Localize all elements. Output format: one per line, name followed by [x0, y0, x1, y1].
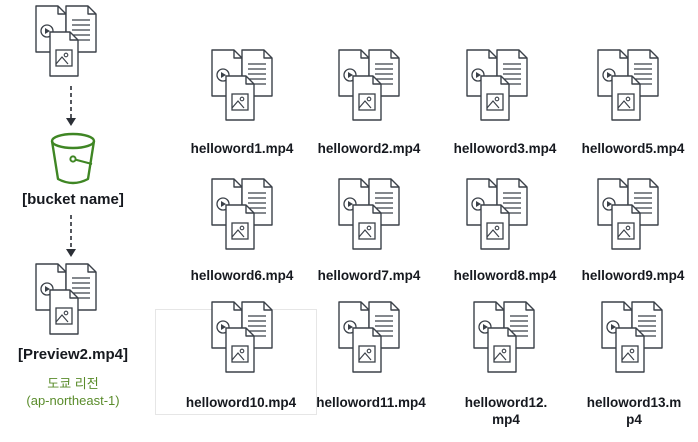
region-code: (ap-northeast-1): [26, 393, 120, 408]
file-label-line: helloword12.: [464, 395, 548, 410]
file-icon-helloword10[interactable]: [206, 300, 278, 374]
preview-files-icon: [30, 262, 102, 336]
file-label: helloword10.mp4: [185, 395, 297, 410]
file-icon-helloword12[interactable]: [468, 300, 540, 374]
file-label: helloword12. mp4: [448, 394, 564, 428]
region-name: 도쿄 리전: [47, 376, 99, 391]
file-label: helloword1.mp4: [190, 141, 294, 156]
file-icon-helloword6[interactable]: [206, 177, 278, 251]
file-icon-helloword13[interactable]: [596, 300, 668, 374]
file-icon-helloword1[interactable]: [206, 48, 278, 122]
source-files-icon: [30, 4, 102, 78]
file-icon-helloword2[interactable]: [333, 48, 405, 122]
bucket-name-label: [bucket name]: [22, 191, 124, 208]
file-label: helloword11.mp4: [316, 395, 426, 410]
file-label: helloword3.mp4: [453, 141, 557, 156]
file-label: helloword2.mp4: [317, 141, 421, 156]
file-icon-helloword9[interactable]: [592, 177, 664, 251]
file-label-line: p4: [626, 412, 642, 427]
file-label: helloword6.mp4: [190, 268, 294, 283]
file-icon-helloword7[interactable]: [333, 177, 405, 251]
file-label: helloword5.mp4: [581, 141, 685, 156]
file-label: helloword8.mp4: [453, 268, 557, 283]
arrow-down-icon: [66, 215, 76, 257]
file-label: helloword9.mp4: [581, 268, 685, 283]
file-label: helloword13.m p4: [576, 394, 692, 428]
file-label-line: mp4: [492, 412, 520, 427]
file-icon-helloword11[interactable]: [333, 300, 405, 374]
file-icon-helloword3[interactable]: [461, 48, 533, 122]
arrow-down-icon: [66, 86, 76, 126]
file-label: helloword7.mp4: [317, 268, 421, 283]
file-label-line: helloword13.m: [586, 395, 682, 410]
file-icon-helloword8[interactable]: [461, 177, 533, 251]
s3-bucket-icon: [50, 132, 96, 185]
preview-file-label: [Preview2.mp4]: [17, 346, 129, 363]
file-icon-helloword5[interactable]: [592, 48, 664, 122]
